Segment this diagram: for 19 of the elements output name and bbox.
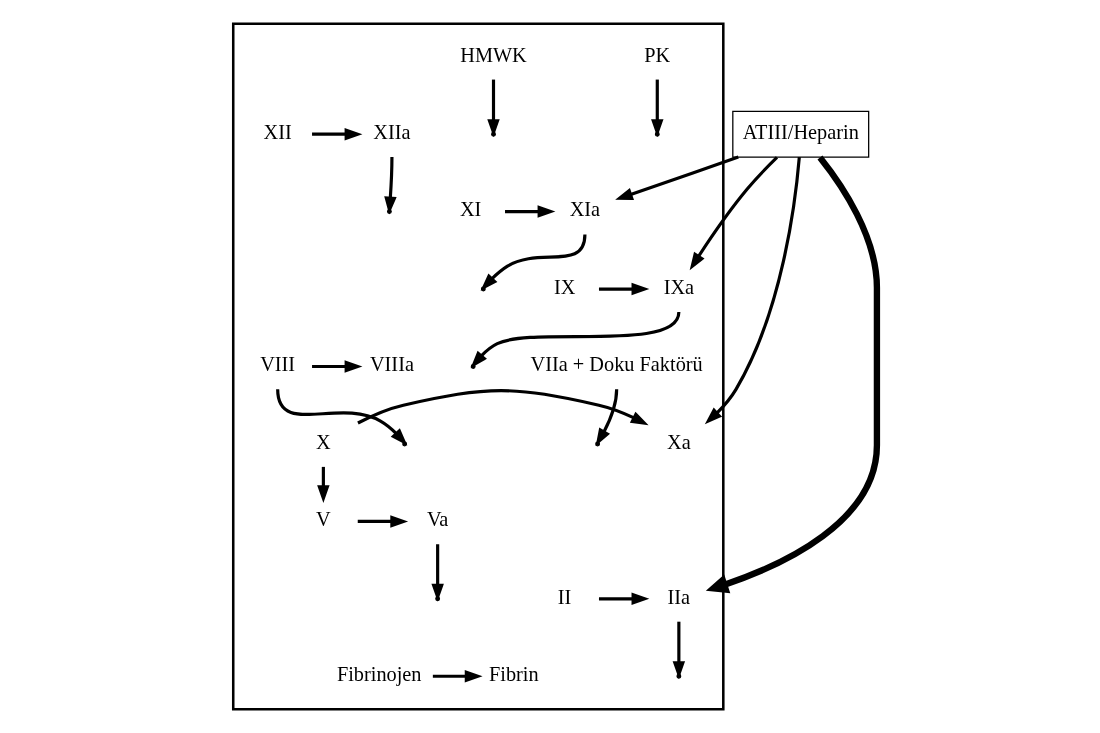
- node-text: VIIa + Doku Faktörü: [530, 353, 703, 376]
- node-text: IX: [553, 275, 576, 298]
- node-text: XI: [459, 198, 482, 221]
- node-text: PK: [644, 43, 671, 66]
- node-text: Fibrin: [489, 663, 539, 686]
- node-text: XIa: [569, 198, 601, 221]
- node-text: XIIa: [373, 120, 411, 143]
- node-text: XII: [263, 120, 292, 143]
- node-text: Va: [426, 508, 449, 531]
- node-text: X: [316, 430, 331, 453]
- node-text: VIIIa: [369, 353, 414, 376]
- node-text: Fibrinojen: [336, 663, 422, 686]
- node-text: IIa: [667, 585, 691, 608]
- node-text: HMWK: [460, 43, 527, 66]
- node-text: IXa: [663, 275, 695, 298]
- node-text: VIII: [260, 353, 296, 376]
- node-text: Xa: [667, 430, 691, 453]
- node-text: V: [316, 508, 331, 531]
- node-text: II: [557, 585, 572, 608]
